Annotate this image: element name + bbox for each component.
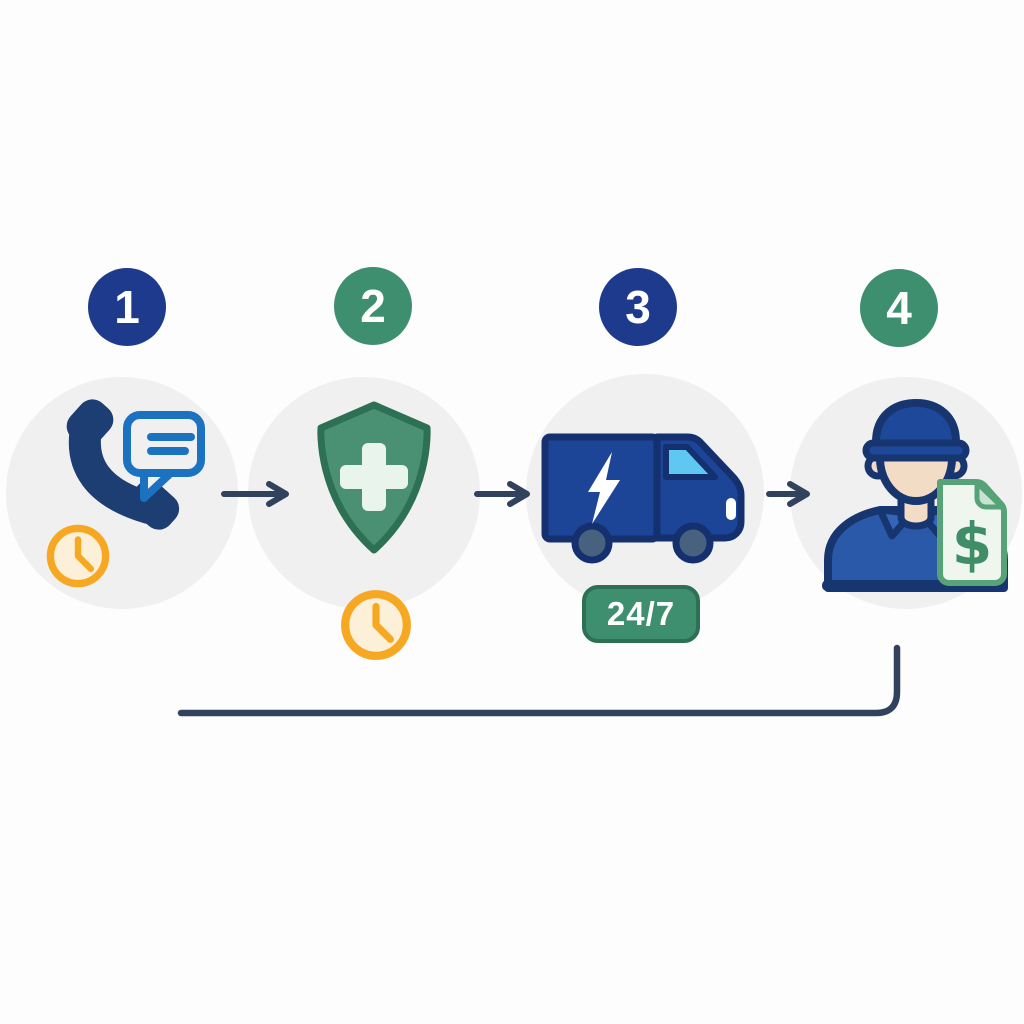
step-3-number-badge: 3 bbox=[599, 268, 677, 346]
arrow-right-icon bbox=[766, 481, 810, 507]
arrow-right-icon bbox=[221, 481, 289, 507]
clock-icon bbox=[46, 524, 110, 588]
van-wheel bbox=[672, 522, 714, 564]
availability-badge: 24/7 bbox=[582, 585, 700, 643]
step-4-number-badge: 4 bbox=[860, 269, 938, 347]
invoice-document-icon: $ bbox=[937, 479, 1007, 586]
medical-cross-icon bbox=[340, 443, 408, 511]
chat-bubble-icon bbox=[123, 411, 205, 502]
service-van-icon bbox=[541, 433, 745, 564]
van-window bbox=[663, 444, 718, 480]
lightning-bolt-icon bbox=[588, 452, 620, 524]
dollar-sign-icon: $ bbox=[952, 510, 992, 578]
cap-icon bbox=[862, 399, 970, 462]
step-1-number-badge: 1 bbox=[88, 268, 166, 346]
phone-chat-icon bbox=[66, 399, 205, 530]
van-wheel bbox=[571, 522, 613, 564]
shield-medical-icon bbox=[317, 401, 431, 554]
van-headlight bbox=[726, 498, 736, 520]
arrow-right-icon bbox=[474, 481, 530, 507]
step-2-number-badge: 2 bbox=[334, 267, 412, 345]
clock-icon bbox=[341, 590, 411, 660]
technician-invoice-icon: $ bbox=[822, 399, 1008, 592]
